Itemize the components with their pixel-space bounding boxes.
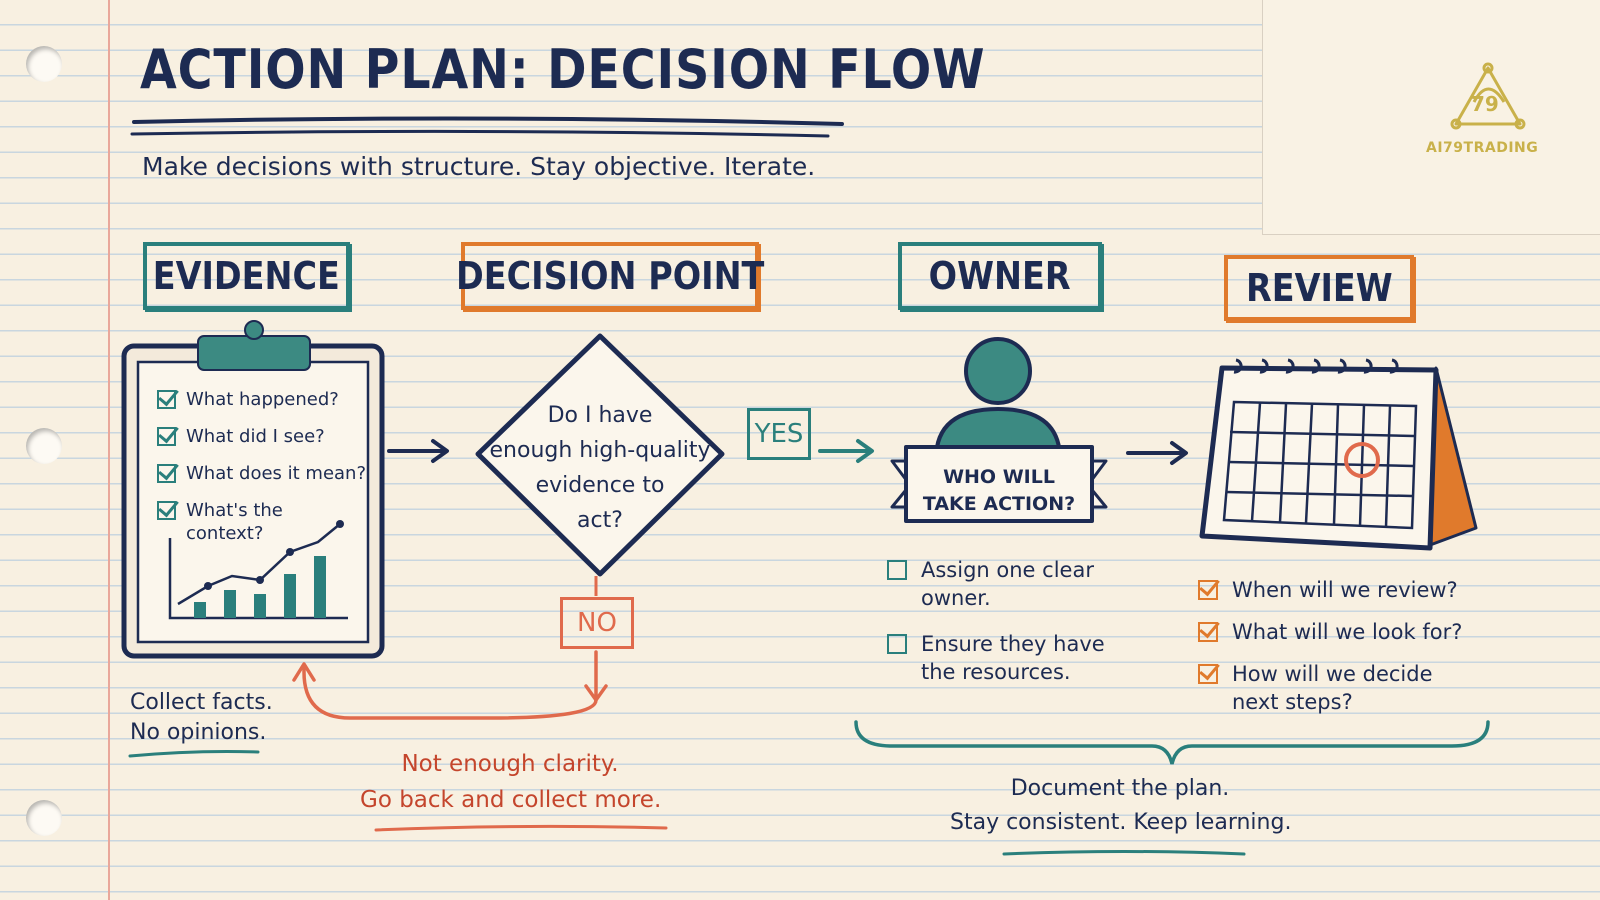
- evidence-question-4: What's the context?: [157, 499, 327, 545]
- owner-header: OWNER: [898, 242, 1102, 310]
- summary-brace: [854, 720, 1490, 765]
- decision-question: Do I have enough high-quality evidence t…: [489, 403, 711, 533]
- review-question-2[interactable]: What will we look for?: [1198, 618, 1462, 646]
- evidence-note-line2: No opinions.: [130, 720, 267, 745]
- arrow-yes-to-owner-icon: [818, 439, 874, 463]
- no-badge: NO: [560, 597, 634, 649]
- evidence-note-underline: [128, 750, 260, 758]
- person-icon: [890, 337, 1108, 523]
- arrow-owner-to-review-icon: [1126, 441, 1188, 465]
- page-title: ACTION PLAN: DECISION FLOW: [140, 38, 986, 101]
- no-feedback-loop-arrow: [292, 576, 608, 720]
- footer-line2: Stay consistent. Keep learning.: [950, 810, 1292, 835]
- footer-underline: [1002, 850, 1246, 856]
- feedback-note-line2: Go back and collect more.: [360, 787, 662, 813]
- logo-text: AI79TRADING: [1426, 140, 1539, 156]
- evidence-header: EVIDENCE: [143, 242, 350, 310]
- brand-logo-icon: [1450, 62, 1526, 130]
- margin-line: [108, 0, 110, 900]
- decision-diamond-shape: [475, 333, 725, 577]
- binder-hole-top: [26, 46, 62, 82]
- evidence-question-3: What does it mean?: [157, 462, 366, 485]
- clipboard-icon: [121, 320, 385, 659]
- logo-number: 79: [1471, 92, 1499, 116]
- footer-line1: Document the plan.: [1010, 776, 1230, 801]
- evidence-note-line1: Collect facts.: [130, 690, 273, 715]
- title-underline: [130, 116, 844, 138]
- logo-corner-panel: [1262, 0, 1600, 235]
- page-subtitle: Make decisions with structure. Stay obje…: [142, 152, 816, 181]
- binder-hole-middle: [26, 428, 62, 464]
- feedback-note-underline: [374, 824, 668, 832]
- yes-badge: YES: [747, 408, 811, 460]
- evidence-question-2: What did I see?: [157, 425, 325, 448]
- review-question-1[interactable]: When will we review?: [1198, 576, 1458, 604]
- decision-point-header: DECISION POINT: [456, 242, 764, 310]
- binder-hole-bottom: [26, 800, 62, 836]
- evidence-question-1: What happened?: [157, 388, 339, 411]
- calendar-icon: [1199, 358, 1478, 551]
- feedback-note-line1: Not enough clarity.: [401, 751, 619, 777]
- review-header: REVIEW: [1224, 255, 1414, 321]
- arrow-evidence-to-decision-icon: [387, 439, 449, 463]
- owner-banner-text: WHO WILL TAKE ACTION?: [922, 466, 1076, 515]
